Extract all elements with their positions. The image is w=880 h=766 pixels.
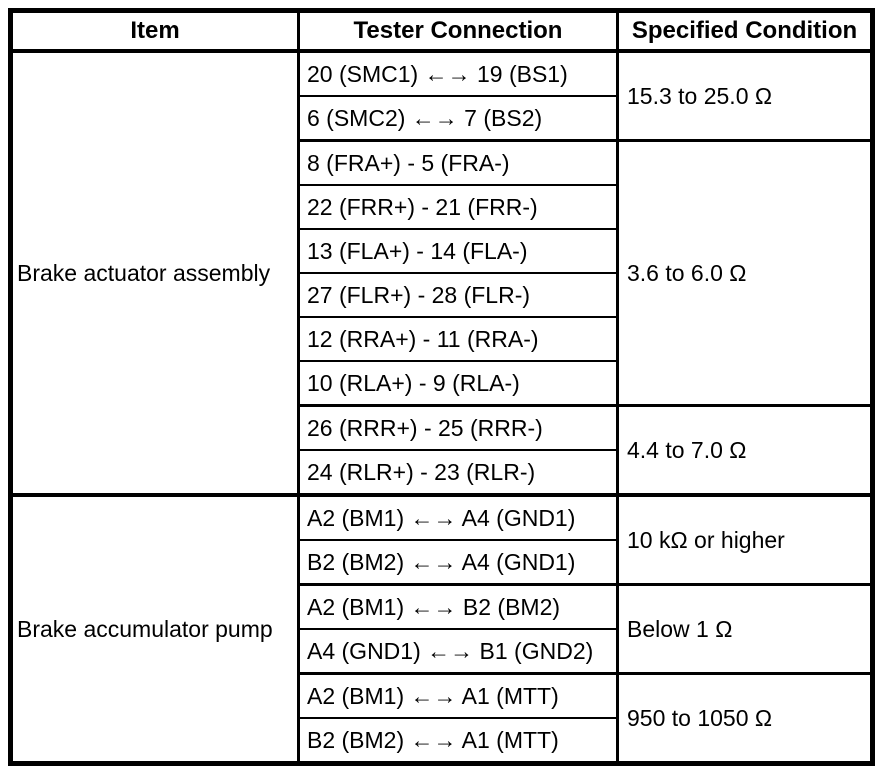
spec-table-header: Item Tester Connection Specified Conditi… — [9, 9, 874, 53]
specified-condition-cell: 10 kΩ or higher — [616, 493, 874, 586]
tester-connection-cell: 12 (RRA+) - 11 (RRA-) — [297, 316, 619, 362]
tester-connection-cell: 27 (FLR+) - 28 (FLR-) — [297, 272, 619, 318]
col-header-tester-connection: Tester Connection — [297, 9, 619, 53]
table-row: A4 (GND1) ←→ B1 (GND2) — [11, 628, 873, 675]
table-row: 27 (FLR+) - 28 (FLR-) — [11, 272, 873, 318]
item-cell: Brake actuator assembly — [9, 50, 300, 496]
header-row: Item Tester Connection Specified Conditi… — [9, 9, 874, 53]
tester-connection-cell: B2 (BM2) ←→ A1 (MTT) — [297, 717, 619, 765]
specified-condition-cell: 3.6 to 6.0 Ω — [616, 139, 874, 407]
tester-connection-cell: A2 (BM1) ←→ A4 (GND1) — [297, 493, 619, 541]
table-row: 24 (RLR+) - 23 (RLR-) — [11, 449, 873, 496]
tester-connection-cell: A2 (BM1) ←→ A1 (MTT) — [297, 672, 619, 719]
table-row: 10 (RLA+) - 9 (RLA-) — [11, 360, 873, 407]
tester-connection-cell: 6 (SMC2) ←→ 7 (BS2) — [297, 95, 619, 142]
table-row: 12 (RRA+) - 11 (RRA-) — [11, 316, 873, 362]
item-cell: Brake accumulator pump — [9, 493, 300, 765]
table-row: B2 (BM2) ←→ A4 (GND1) — [11, 539, 873, 586]
tester-connection-cell: A2 (BM1) ←→ B2 (BM2) — [297, 583, 619, 630]
tester-connection-cell: 26 (RRR+) - 25 (RRR-) — [297, 404, 619, 451]
table-row: 8 (FRA+) - 5 (FRA-)3.6 to 6.0 Ω — [11, 139, 874, 407]
tester-connection-cell: 8 (FRA+) - 5 (FRA-) — [297, 139, 619, 186]
table-row: A2 (BM1) ←→ B2 (BM2)Below 1 Ω — [11, 583, 874, 675]
tester-connection-cell: B2 (BM2) ←→ A4 (GND1) — [297, 539, 619, 586]
tester-connection-cell: A4 (GND1) ←→ B1 (GND2) — [297, 628, 619, 675]
table-row: 26 (RRR+) - 25 (RRR-)4.4 to 7.0 Ω — [11, 404, 874, 496]
table-row: 6 (SMC2) ←→ 7 (BS2) — [11, 95, 873, 142]
tester-connection-cell: 20 (SMC1) ←→ 19 (BS1) — [297, 50, 619, 97]
specified-condition-cell: 950 to 1050 Ω — [616, 672, 874, 765]
tester-connection-cell: 22 (FRR+) - 21 (FRR-) — [297, 184, 619, 230]
page: Item Tester Connection Specified Conditi… — [8, 8, 875, 766]
tester-connection-cell: 10 (RLA+) - 9 (RLA-) — [297, 360, 619, 407]
col-header-specified-condition: Specified Condition — [616, 9, 874, 53]
tester-connection-cell: 24 (RLR+) - 23 (RLR-) — [297, 449, 619, 496]
specified-condition-cell: 15.3 to 25.0 Ω — [616, 50, 874, 142]
tester-connection-cell: 13 (FLA+) - 14 (FLA-) — [297, 228, 619, 274]
specified-condition-cell: 4.4 to 7.0 Ω — [616, 404, 874, 496]
table-row: 22 (FRR+) - 21 (FRR-) — [11, 184, 873, 230]
table-row: 13 (FLA+) - 14 (FLA-) — [11, 228, 873, 274]
spec-table: Item Tester Connection Specified Conditi… — [8, 8, 875, 766]
specified-condition-cell: Below 1 Ω — [616, 583, 874, 675]
col-header-item: Item — [9, 9, 300, 53]
